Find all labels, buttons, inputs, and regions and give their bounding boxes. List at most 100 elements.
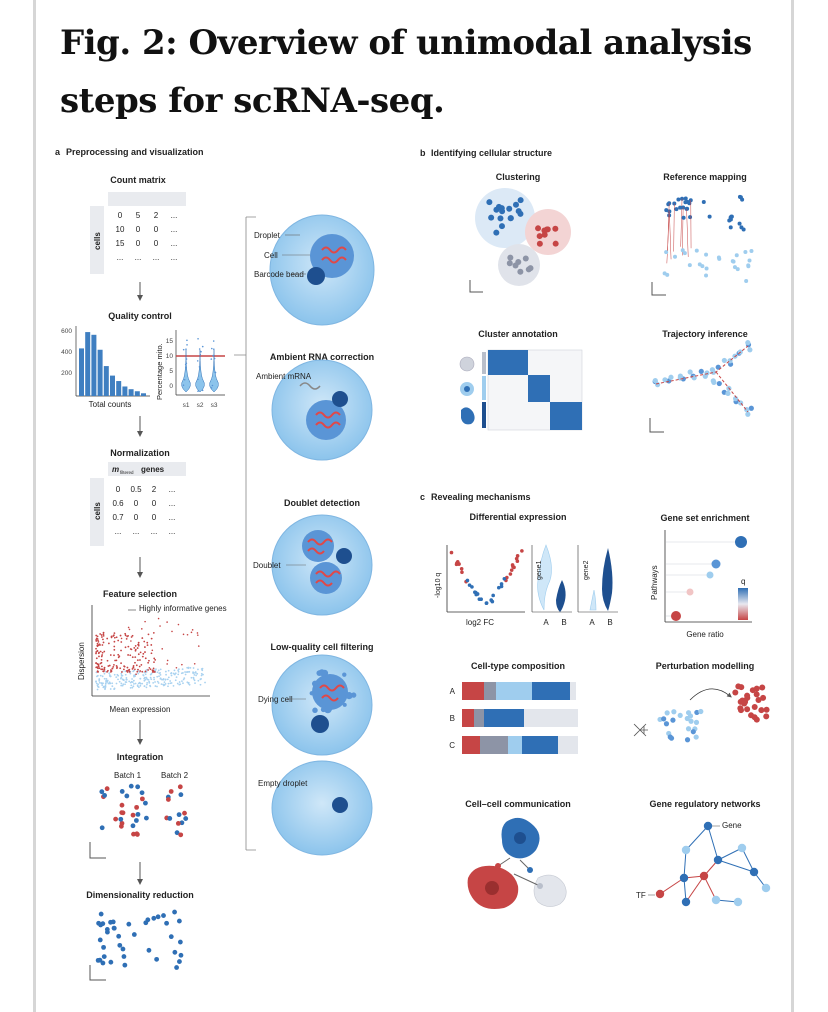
fs-point-low [125,681,128,684]
qc-violin-point [201,389,204,392]
fs-point-low [158,672,161,675]
matrix-cell: ... [171,225,178,234]
fs-point-low [137,682,140,685]
perturbation-dots [657,683,770,743]
pert-dot-before [690,729,696,735]
fs-point-high [113,645,116,648]
pert-dot-after [738,684,745,691]
qc-bracket [234,216,256,851]
fs-point-low [163,681,166,684]
fs-point-low [129,672,132,675]
pert-dot-before [684,715,690,722]
volcano-dot [479,597,483,601]
fs-point-high [134,661,136,664]
fs-point-high [114,659,116,662]
fs-point-low [98,678,101,681]
fs-point-low [121,684,124,687]
fs-point-high [99,633,102,635]
matrix-cell: ... [171,239,178,248]
fs-point-low [146,683,148,686]
volcano-dot [459,566,464,571]
qc-hist-bar [97,349,103,396]
integration-dot [102,793,108,798]
fs-point-low [187,667,190,670]
volcano-dot [520,549,524,553]
qc-violin-sample: s3 [211,402,218,409]
ref-dot-bottom [732,265,737,270]
fs-point-high [100,634,103,636]
fs-point-low [146,682,149,684]
ref-dot-top [683,200,688,205]
fs-point-high [119,667,122,670]
grn-node [655,889,665,899]
fs-point-low [105,679,108,682]
ref-link [667,203,670,252]
traj-dot [747,347,753,353]
fs-point-low [176,682,179,685]
dying-cell-mrna [319,684,345,702]
fs-point-high [95,634,98,637]
fs-point-low [150,672,153,675]
fs-point-low [132,679,135,682]
matrix-cell: ... [171,253,178,262]
comp-segment [508,736,522,754]
cell-communication: Cell–cell communication [465,799,571,909]
fs-point-high [127,645,130,648]
fs-point-low [143,685,146,687]
fs-point-low [188,683,191,686]
traj-dot [652,377,658,384]
dr-dot [117,942,123,948]
volcano-dot [484,601,489,606]
qc-violin-point [210,358,213,360]
ref-dot-bottom [744,279,749,284]
fs-point-low [200,674,203,677]
fs-point-low [170,682,173,684]
ref-dot-bottom [665,272,670,277]
pert-dot-before [677,712,683,719]
ref-dot-top [728,217,733,222]
fs-point-high [95,651,98,653]
qc-violin-point [182,384,185,387]
volcano-dot [449,550,454,555]
fs-point-low [145,677,148,680]
cell-shape [310,234,354,278]
volcano-dot [499,584,504,589]
trajectory-dots [652,340,754,417]
fs-point-low [159,677,162,680]
dr-dot [131,932,137,937]
dying-cell-fragment [342,672,347,677]
fs-point-high [113,640,116,643]
fs-point-high [96,637,99,640]
fs-point-high [98,651,100,654]
dr-dot [120,946,126,952]
fs-point-low [142,674,145,676]
fs-point-low [148,680,151,683]
traj-dot [662,377,668,383]
fs-point-low [204,681,206,684]
fs-point-low [101,675,104,678]
fs-point-high [132,666,135,669]
fs-point-high [130,636,133,638]
fs-point-low [184,671,186,673]
qc-hist-bar [79,348,84,396]
fs-point-high [127,654,129,656]
qc-violin-point [212,340,215,342]
fs-point-low [102,686,105,689]
fs-point-high [106,659,109,662]
fs-point-high [101,654,104,656]
fs-point-low [129,686,132,689]
doublet-title: Doublet detection [284,498,360,508]
fs-point-high [97,639,99,642]
dr-dot [174,965,179,970]
fs-point-high [136,647,139,649]
pert-dot-before [671,709,677,715]
traj-dot [721,357,727,364]
matrix-cell: ... [169,527,176,536]
qc-violin-shape [181,349,191,393]
fs-point-low [157,682,160,684]
fs-point-low [193,673,196,676]
fs-point-high [119,634,122,637]
comp-row-label: B [450,714,455,723]
